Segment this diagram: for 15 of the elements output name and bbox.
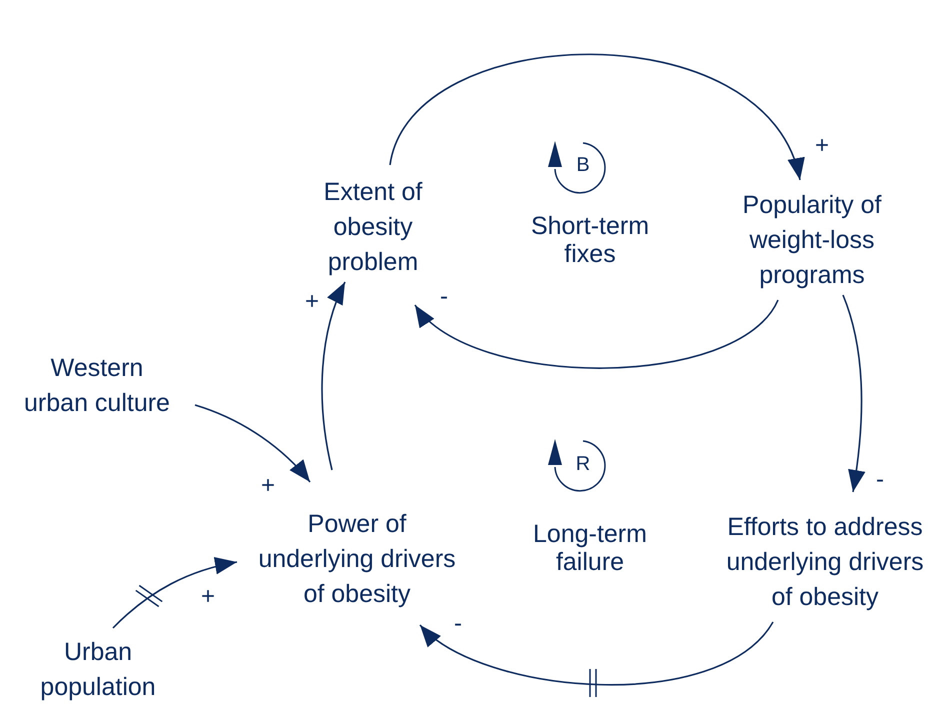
variable-label: Power of underlying drivers of obesity (257, 509, 457, 610)
loop-name: Short-term fixes (530, 212, 650, 268)
variable-label: Urban population (39, 637, 157, 703)
variable-label: Western urban culture (23, 353, 171, 419)
arrow (112, 558, 238, 629)
variable-label: Popularity of weight-loss programs (742, 190, 882, 291)
arrow (321, 282, 346, 470)
variable-label: Extent of obesity problem (322, 177, 424, 278)
loop-letter: R (576, 452, 590, 476)
arrow (194, 404, 311, 482)
arrow (842, 294, 866, 492)
variable-label: Efforts to address underlying drivers of obesity (725, 512, 925, 613)
arrow (419, 622, 774, 686)
arrow (414, 300, 779, 369)
loop-name: Long-term failure (532, 520, 648, 576)
